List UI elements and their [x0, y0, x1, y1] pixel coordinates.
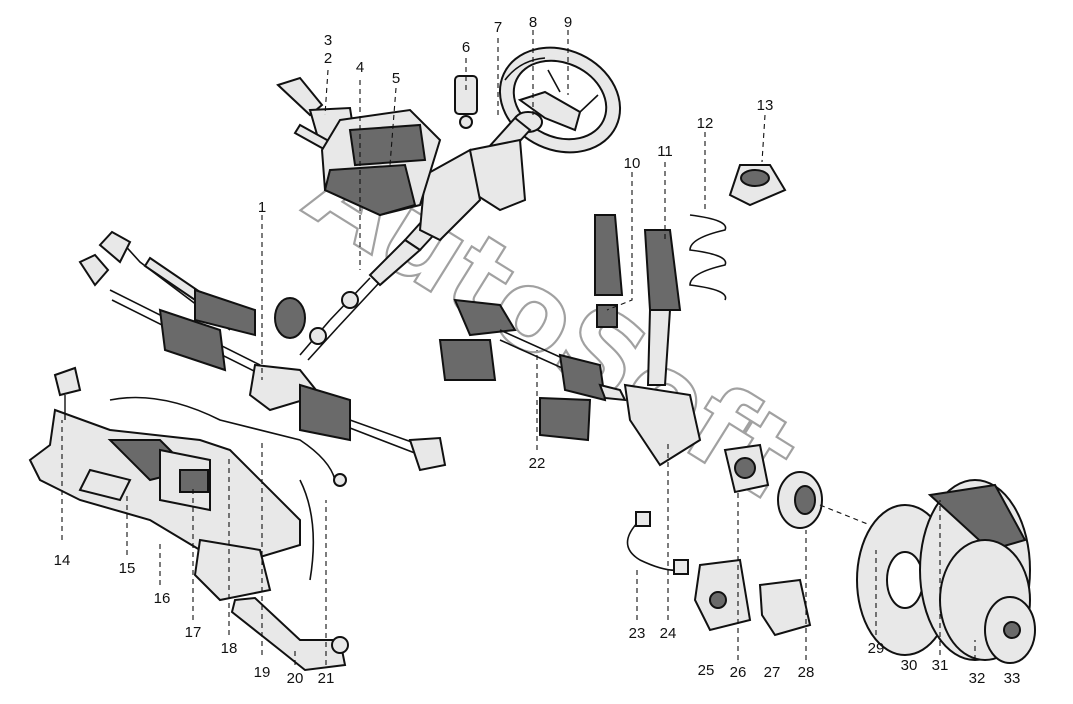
callout-1: 1 [258, 199, 266, 216]
wheel-hub [723, 443, 823, 529]
callout-14: 14 [54, 552, 71, 569]
leader-lines [61, 30, 976, 665]
callout-6: 6 [462, 39, 470, 56]
callout-27: 27 [764, 664, 781, 681]
strut-assembly [594, 164, 787, 467]
column-cover [320, 108, 442, 217]
callout-12: 12 [697, 115, 714, 132]
callout-25: 25 [698, 662, 715, 679]
lower-control-arm [230, 596, 349, 672]
callout-18: 18 [221, 640, 238, 657]
callout-labels: 1 2 3 4 5 6 7 8 9 10 11 12 13 14 15 16 1… [54, 14, 1021, 687]
brake-hose [626, 511, 689, 575]
steering-rack [78, 230, 447, 472]
callout-16: 16 [154, 590, 171, 607]
callout-5: 5 [392, 70, 400, 87]
callout-26: 26 [730, 664, 747, 681]
callout-2: 2 [324, 50, 332, 67]
callout-17: 17 [185, 624, 202, 641]
callout-30: 30 [901, 657, 918, 674]
callout-7: 7 [494, 19, 502, 36]
callout-31: 31 [932, 657, 949, 674]
callout-4: 4 [356, 59, 364, 76]
callout-10: 10 [624, 155, 641, 172]
callout-32: 32 [969, 670, 986, 687]
callout-13: 13 [757, 97, 774, 114]
callout-22: 22 [529, 455, 546, 472]
callout-15: 15 [119, 560, 136, 577]
brake-caliper [693, 558, 812, 637]
drive-shaft [438, 298, 627, 442]
callout-20: 20 [287, 670, 304, 687]
brake-disc-assembly [856, 479, 1036, 664]
ignition-lock [454, 75, 478, 129]
callout-11: 11 [657, 143, 673, 160]
callout-29: 29 [868, 640, 885, 657]
callout-24: 24 [660, 625, 677, 642]
callout-19: 19 [254, 664, 271, 681]
callout-21: 21 [318, 670, 335, 687]
stabilizer-bar [109, 396, 347, 581]
callout-28: 28 [798, 664, 815, 681]
callout-23: 23 [629, 625, 646, 642]
callout-3: 3 [324, 32, 332, 49]
callout-9: 9 [564, 14, 572, 31]
steering-column [299, 111, 543, 361]
callout-33: 33 [1004, 670, 1021, 687]
callout-8: 8 [529, 14, 537, 31]
